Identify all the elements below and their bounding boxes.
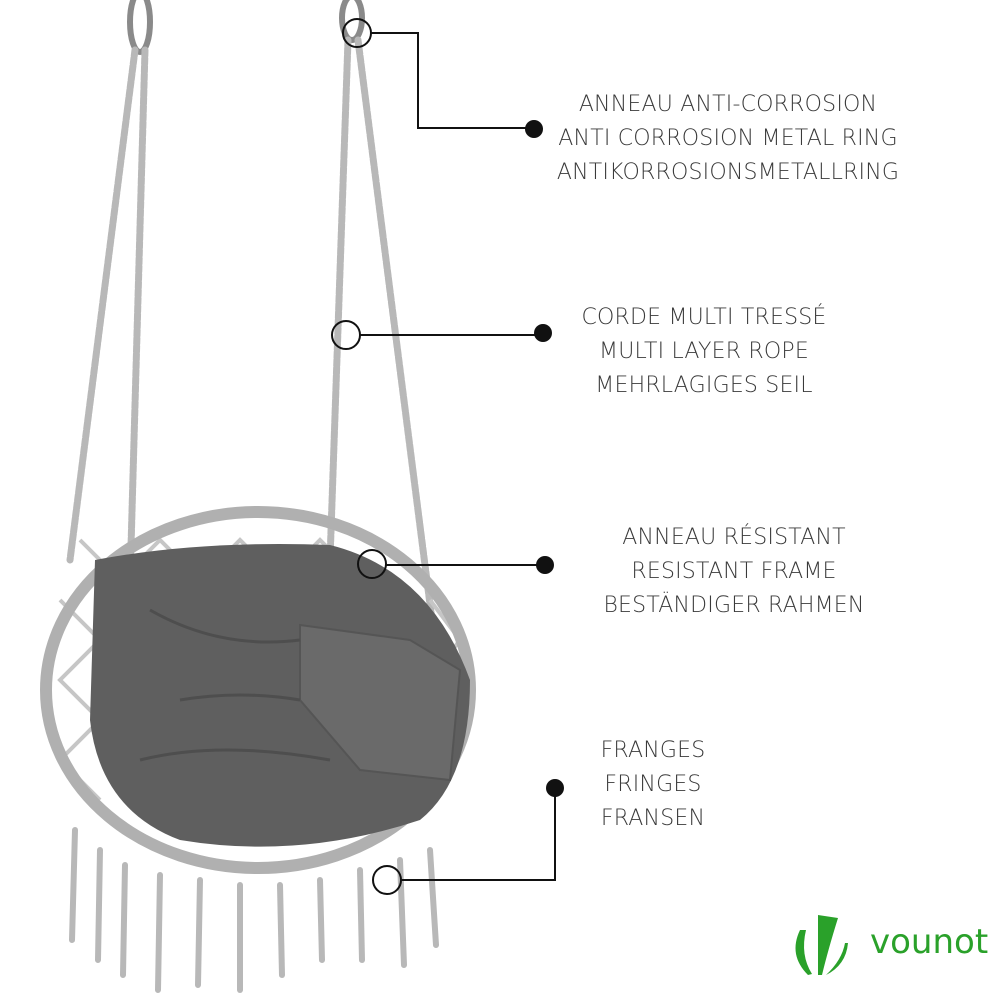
label-en: ANTI CORROSION METAL RING	[558, 126, 898, 151]
label-fr: ANNEAU RÉSISTANT	[622, 525, 846, 550]
annotation-frame: ANNEAU RÉSISTANT RESISTANT FRAME BESTÄND…	[603, 521, 864, 623]
label-en: FRINGES	[604, 772, 702, 797]
label-de: BESTÄNDIGER RAHMEN	[603, 593, 865, 618]
resistant-frame	[40, 506, 476, 874]
label-de: ANTIKORROSIONSMETALLRING	[556, 160, 900, 185]
annotation-ring: ANNEAU ANTI-CORROSION ANTI CORROSION MET…	[557, 88, 899, 190]
label-fr: ANNEAU ANTI-CORROSION	[578, 92, 878, 117]
label-fr: FRANGES	[600, 738, 706, 763]
label-fr: CORDE MULTI TRESSÉ	[581, 305, 827, 330]
annotation-fringes: FRANGES FRINGES FRANSEN	[601, 734, 706, 836]
fringes	[69, 827, 439, 993]
label-de: FRANSEN	[600, 806, 706, 831]
metal-rings	[127, 0, 365, 55]
label-en: RESISTANT FRAME	[631, 559, 837, 584]
brand-name: vounot	[870, 922, 989, 962]
annotation-rope: CORDE MULTI TRESSÉ MULTI LAYER ROPE MEHR…	[581, 301, 826, 403]
vounot-logo-icon	[795, 915, 848, 975]
callout-lines	[331, 18, 556, 895]
callout-dots	[525, 120, 564, 797]
cushion	[90, 544, 470, 847]
label-en: MULTI LAYER ROPE	[599, 339, 809, 364]
label-de: MEHRLAGIGES SEIL	[595, 373, 813, 398]
